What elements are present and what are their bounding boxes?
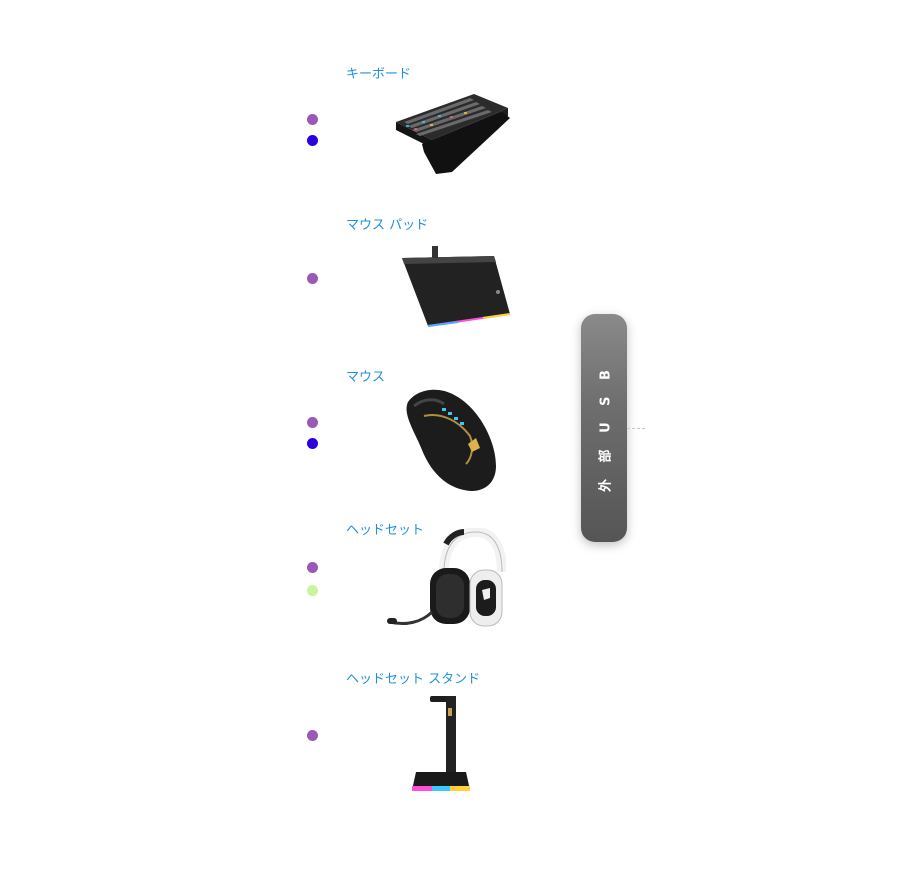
device-label: ヘッドセット スタンド (346, 672, 481, 687)
status-dot-blue (307, 135, 318, 146)
keyboard-icon (396, 94, 510, 174)
status-dot-blue (307, 438, 318, 449)
headset-stand-icon (412, 696, 470, 791)
device-label: マウス パッド (346, 218, 429, 233)
status-dot-green (307, 585, 318, 596)
status-dot-purple (307, 417, 318, 428)
device-label: ヘッドセット (346, 523, 425, 538)
connector-line (627, 428, 645, 429)
status-dot-purple (307, 562, 318, 573)
mousepad-icon (402, 246, 511, 327)
device-label: キーボード (346, 67, 412, 82)
device-label: マウス (346, 370, 386, 385)
status-dot-purple (307, 730, 318, 741)
headset-icon (387, 528, 506, 627)
status-dot-purple (307, 114, 318, 125)
mouse-icon (406, 389, 496, 491)
usb-panel-label: 外 部 U S B (598, 364, 614, 492)
status-dot-purple (307, 273, 318, 284)
external-usb-panel: 外 部 U S B (581, 314, 627, 542)
